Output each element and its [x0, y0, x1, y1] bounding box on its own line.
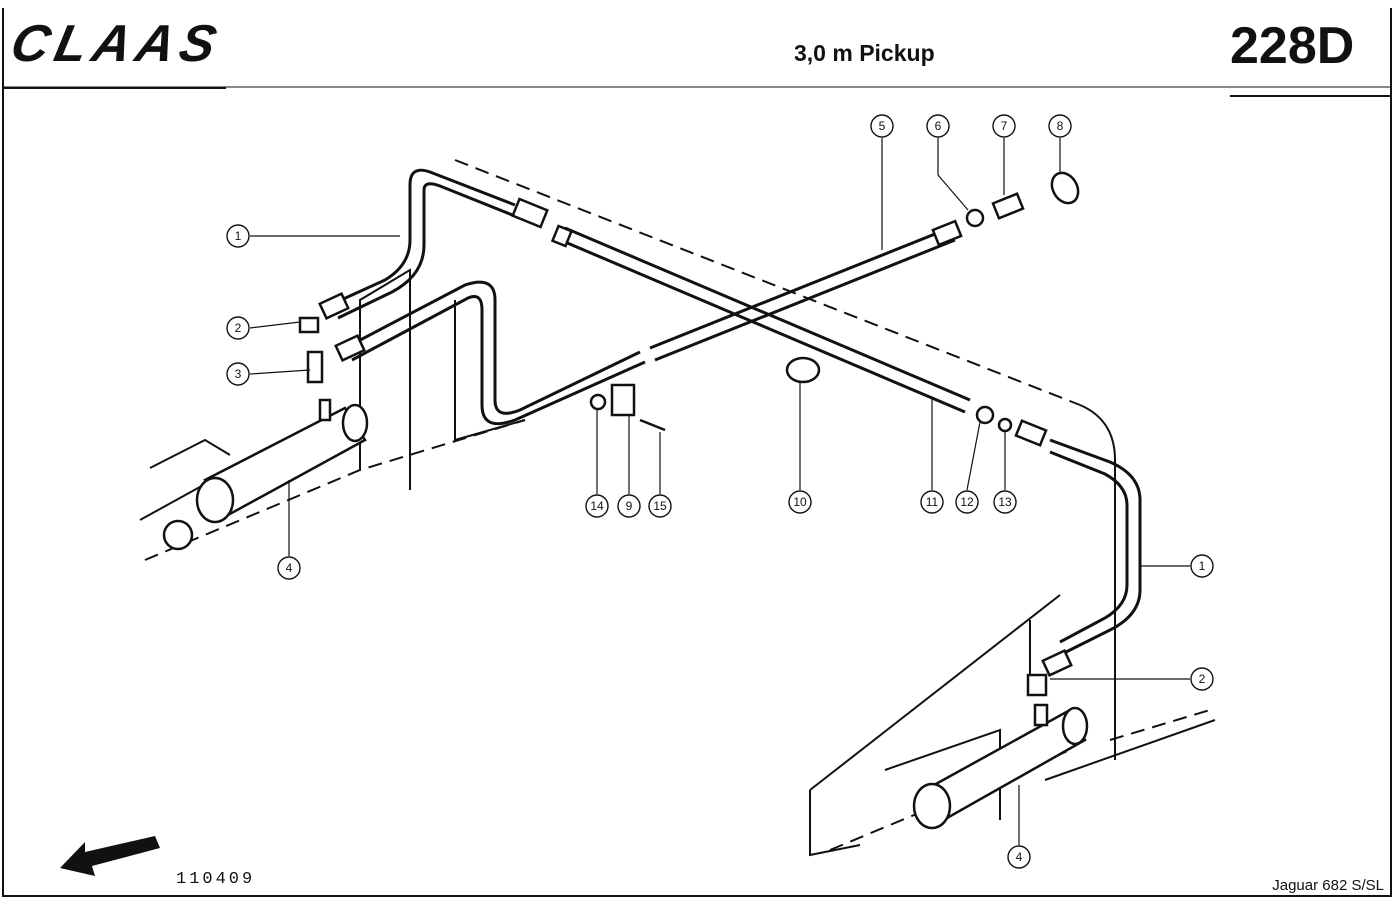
sheet-underline	[1230, 95, 1390, 97]
hose-right	[1049, 438, 1142, 657]
callout-1-left: 1	[226, 224, 250, 248]
callout-label: 15	[653, 499, 667, 513]
callout-label: 7	[1001, 119, 1008, 133]
hose-left-upper	[329, 168, 521, 320]
cylinder-right	[912, 706, 1089, 830]
callout-label: 8	[1057, 119, 1064, 133]
callout-9: 9	[617, 494, 641, 518]
callout-4-right: 4	[1007, 845, 1031, 869]
callout-15: 15	[648, 494, 672, 518]
leader-lines	[249, 138, 1190, 845]
callout-8: 8	[1048, 114, 1072, 138]
pipe-long-11	[564, 226, 971, 414]
callout-label: 6	[935, 119, 942, 133]
hose-left-lower	[344, 280, 646, 426]
callout-6: 6	[926, 114, 950, 138]
callout-5: 5	[870, 114, 894, 138]
sheet-number: 228D	[1230, 17, 1355, 75]
callout-label: 1	[1199, 559, 1206, 573]
callout-13: 13	[993, 490, 1017, 514]
document-number: 110409	[176, 870, 256, 889]
callout-label: 13	[998, 495, 1012, 509]
border	[2, 8, 1392, 897]
callout-label: 5	[879, 119, 886, 133]
callouts: 1 2 3 4 5 6 7 8 14 9 15 10 11 12 13 1 2 …	[226, 114, 1214, 869]
callout-12: 12	[955, 490, 979, 514]
callout-label: 2	[235, 321, 242, 335]
callout-2-right: 2	[1190, 667, 1214, 691]
fittings	[298, 171, 1080, 727]
callout-10: 10	[788, 490, 812, 514]
callout-7: 7	[992, 114, 1016, 138]
callout-label: 11	[926, 495, 939, 509]
cylinder-left	[162, 403, 369, 551]
callout-11: 11	[920, 490, 944, 514]
pipe-long-5	[649, 226, 956, 362]
callout-14: 14	[585, 494, 609, 518]
page-title: 3,0 m Pickup	[794, 40, 935, 66]
callout-3: 3	[226, 362, 250, 386]
callout-label: 14	[590, 499, 604, 513]
callout-label: 4	[1016, 850, 1023, 864]
callout-label: 10	[793, 495, 807, 509]
machine-model: Jaguar 682 S/SL	[1272, 877, 1384, 894]
machine-frame	[139, 159, 1216, 857]
callout-label: 9	[626, 499, 633, 513]
brand-underline	[4, 87, 226, 89]
callout-4-left: 4	[277, 556, 301, 580]
arrow-lower-left-icon	[60, 836, 160, 876]
callout-2-left: 2	[226, 316, 250, 340]
callout-label: 3	[235, 367, 242, 381]
callout-label: 4	[286, 561, 293, 575]
callout-label: 2	[1199, 672, 1206, 686]
callout-1-right: 1	[1190, 554, 1214, 578]
callout-label: 1	[235, 229, 242, 243]
callout-label: 12	[960, 495, 974, 509]
